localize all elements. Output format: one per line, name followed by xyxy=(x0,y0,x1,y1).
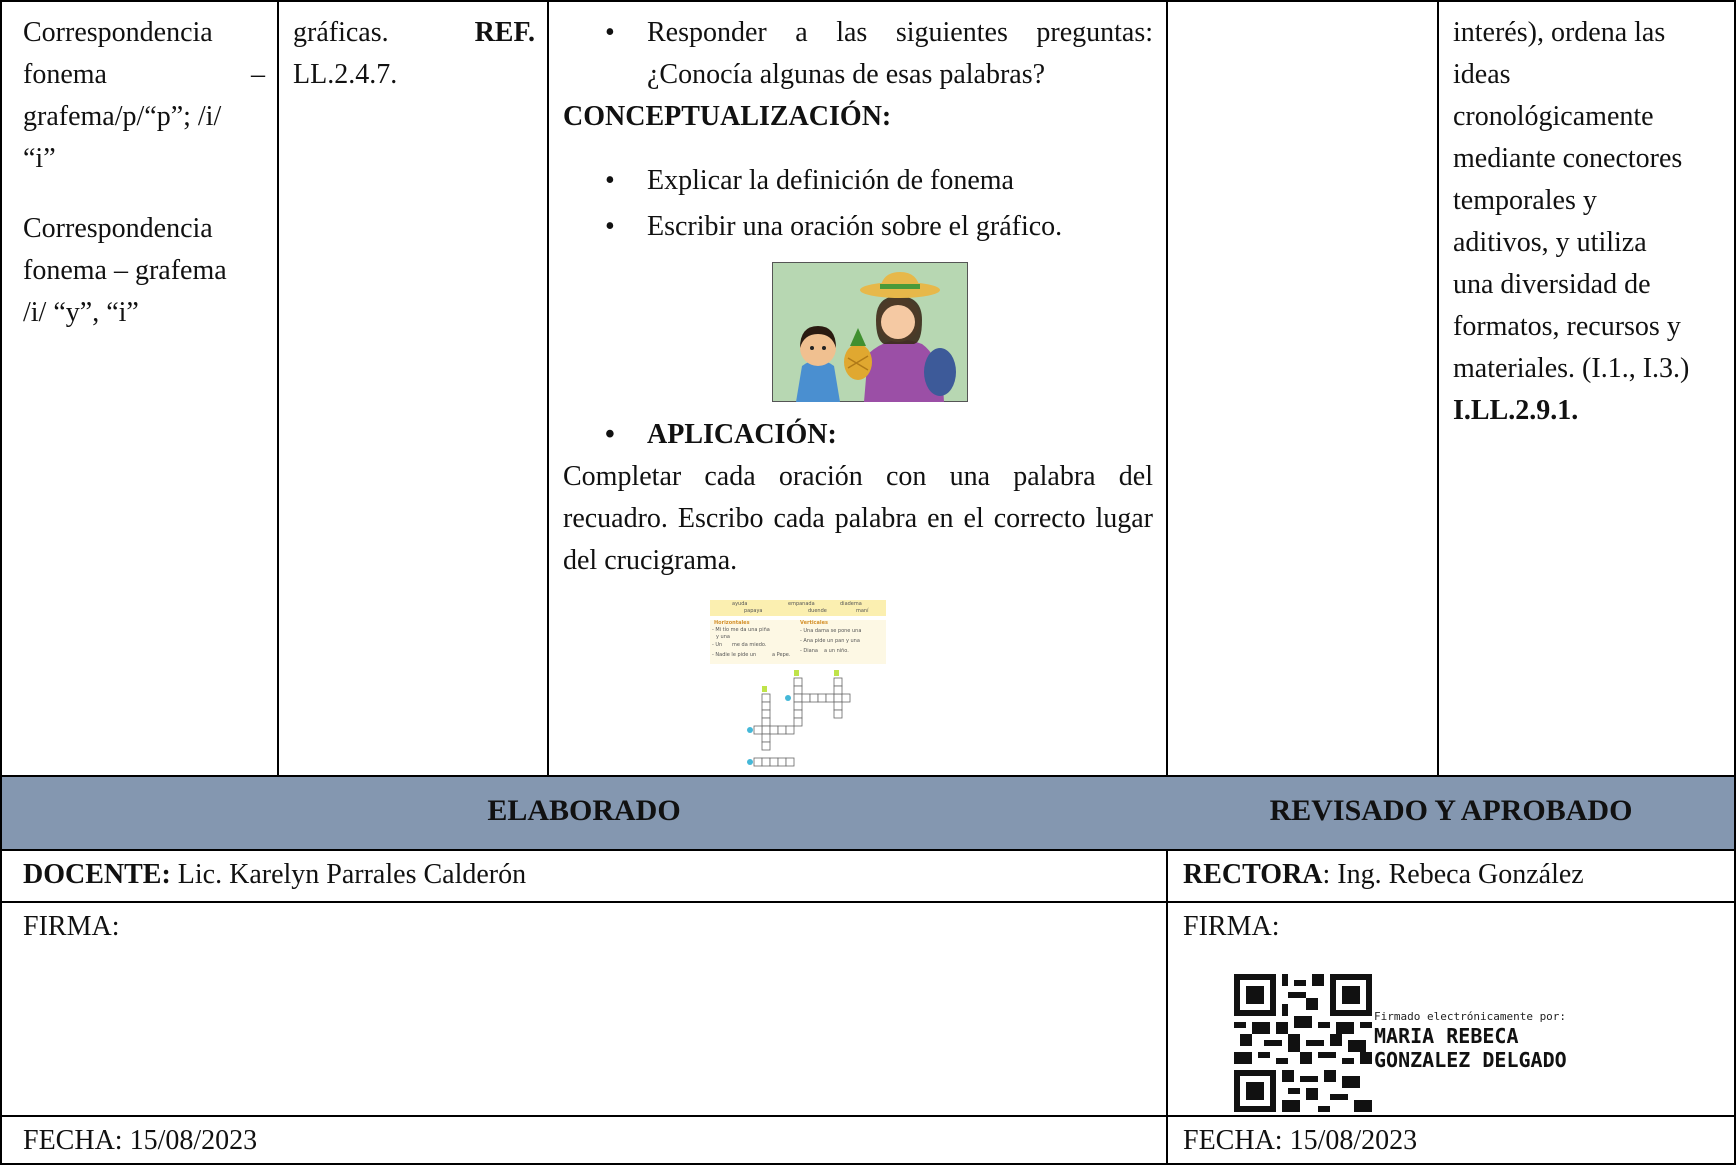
firma-label: FIRMA: xyxy=(23,911,120,942)
content-line: /i/ “y”, “i” xyxy=(23,297,139,328)
content-line: fonema– xyxy=(23,59,265,90)
column-divider xyxy=(547,0,549,775)
content-line: fonema – grafema xyxy=(23,255,227,286)
row-divider xyxy=(0,1115,1736,1117)
row-divider xyxy=(0,775,1736,777)
girl-woman-pineapple-illustration xyxy=(772,262,968,402)
content-line: interés), ordena las xyxy=(1453,17,1666,48)
column-divider xyxy=(1437,0,1439,775)
content-line: Correspondencia xyxy=(23,213,213,244)
revisado-heading: REVISADO Y APROBADO xyxy=(1269,794,1633,827)
content-line: materiales. (I.1., I.3.) xyxy=(1453,353,1690,384)
content-line: formatos, recursos y xyxy=(1453,311,1681,342)
column-divider xyxy=(277,0,279,775)
activity-bullet: Explicar la definición de fonema xyxy=(563,160,1153,202)
qr-code-icon xyxy=(1234,974,1372,1112)
crossword-puzzle-image: ayuda empanada diadema papaya duende man… xyxy=(708,600,894,772)
section-heading: APLICACIÓN: xyxy=(563,414,1153,456)
fecha-label: FECHA: 15/08/2023 xyxy=(23,1125,258,1156)
signer-name: GONZALEZ DELGADO xyxy=(1374,1048,1567,1072)
header-band xyxy=(2,776,1734,849)
content-line: Correspondencia xyxy=(23,17,213,48)
destreza-column: gráficas.REF. LL.2.4.7. xyxy=(293,12,535,96)
crossword-grid xyxy=(747,670,851,767)
signature-caption: Firmado electrónicamente por: xyxy=(1374,1010,1567,1023)
content-line: mediante conectores xyxy=(1453,143,1683,174)
activity-bullet: Responder a las siguientes preguntas: ¿C… xyxy=(563,12,1153,96)
indicadores-column: interés), ordena las ideas cronológicame… xyxy=(1453,12,1735,432)
activity-bullet: Escribir una oración sobre el gráfico. xyxy=(563,206,1153,248)
actividades-column: Responder a las siguientes preguntas: ¿C… xyxy=(563,12,1153,248)
empty-cell xyxy=(1168,2,1436,774)
content-line: ideas xyxy=(1453,59,1511,90)
column-divider xyxy=(1166,0,1168,1165)
row-divider xyxy=(0,849,1736,851)
content-line: LL.2.4.7. xyxy=(293,59,398,90)
firma-label: FIRMA: xyxy=(1183,911,1280,942)
content-line: una diversidad de xyxy=(1453,269,1651,300)
indicator-code: I.LL.2.9.1. xyxy=(1453,395,1579,426)
fecha-label: FECHA: 15/08/2023 xyxy=(1183,1125,1418,1156)
section-heading: CONCEPTUALIZACIÓN: xyxy=(563,101,892,132)
contenidos-column: Correspondencia fonema– grafema/p/“p”; /… xyxy=(23,12,265,334)
signer-name: MARIA REBECA xyxy=(1374,1024,1519,1048)
content-line: cronológicamente xyxy=(1453,101,1654,132)
content-line: grafema/p/“p”; /i/ xyxy=(23,101,222,132)
aplicacion-paragraph: Completar cada oración con una palabra d… xyxy=(563,461,1153,576)
content-line: aditivos, y utiliza xyxy=(1453,227,1647,258)
row-divider xyxy=(0,901,1736,903)
content-line: “i” xyxy=(23,143,56,174)
rectora-line: RECTORA: Ing. Rebeca González xyxy=(1183,859,1584,890)
aplicacion-block: APLICACIÓN: Completar cada oración con u… xyxy=(563,414,1153,582)
content-line: temporales y xyxy=(1453,185,1597,216)
word-box: ayuda empanada diadema papaya duende man… xyxy=(710,600,886,616)
docente-line: DOCENTE: Lic. Karelyn Parrales Calderón xyxy=(23,859,527,890)
elaborado-heading: ELABORADO xyxy=(487,794,681,827)
content-line: gráficas.REF. xyxy=(293,17,535,48)
